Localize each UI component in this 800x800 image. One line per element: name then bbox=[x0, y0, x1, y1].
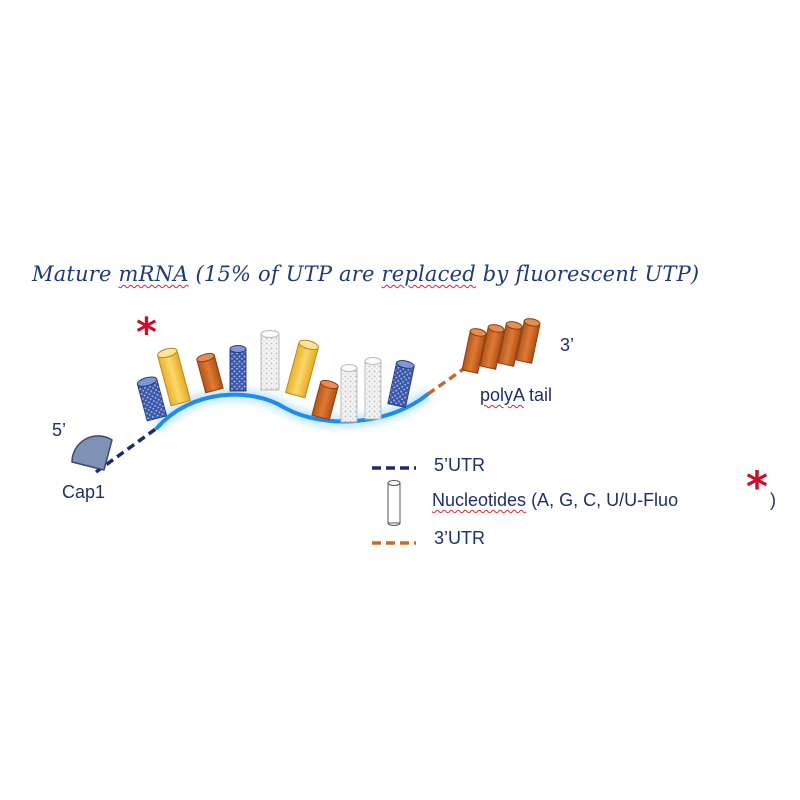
cap1-shape bbox=[71, 435, 113, 471]
legend-nucleotide-swatch bbox=[387, 480, 401, 526]
legend-utr5-label: 5’UTR bbox=[434, 455, 486, 475]
three-prime-label: 3’ bbox=[560, 335, 575, 355]
nucleotide-blue bbox=[136, 376, 168, 422]
nucleotide-white bbox=[364, 357, 382, 420]
legend-utr3-label: 3’UTR bbox=[434, 528, 486, 548]
polya-adenosine bbox=[461, 328, 487, 374]
fluorescent-asterisk: * bbox=[136, 310, 157, 356]
nucleotide-white bbox=[260, 330, 280, 391]
nucleotide-orange bbox=[196, 352, 224, 394]
nucleotide-blue bbox=[387, 360, 415, 409]
polya-adenosine bbox=[479, 324, 505, 370]
polya-tail-label: polyA tail bbox=[480, 385, 553, 405]
legend-nucleotides-label: Nucleotides (A, G, C, U/U-Fluo bbox=[432, 490, 679, 510]
legend-nucleotides-close: ) bbox=[770, 490, 776, 510]
legend-fluo-asterisk: * bbox=[746, 462, 768, 511]
nucleotide-white bbox=[340, 364, 358, 423]
cap1-label: Cap1 bbox=[62, 482, 106, 502]
polya-adenosine bbox=[515, 318, 541, 364]
polya-tail bbox=[461, 318, 541, 374]
nucleotide-yellow-fluo bbox=[156, 347, 192, 407]
nucleotide-row bbox=[136, 330, 415, 423]
nucleotide-blue bbox=[229, 345, 247, 392]
five-prime-label: 5’ bbox=[52, 420, 67, 440]
nucleotide-orange bbox=[311, 379, 339, 421]
mrna-coding-strand bbox=[155, 392, 430, 430]
polya-adenosine bbox=[497, 321, 523, 367]
diagram-title: Mature mRNA (15% of UTP are replaced by … bbox=[32, 262, 700, 286]
nucleotide-yellow bbox=[284, 339, 320, 399]
